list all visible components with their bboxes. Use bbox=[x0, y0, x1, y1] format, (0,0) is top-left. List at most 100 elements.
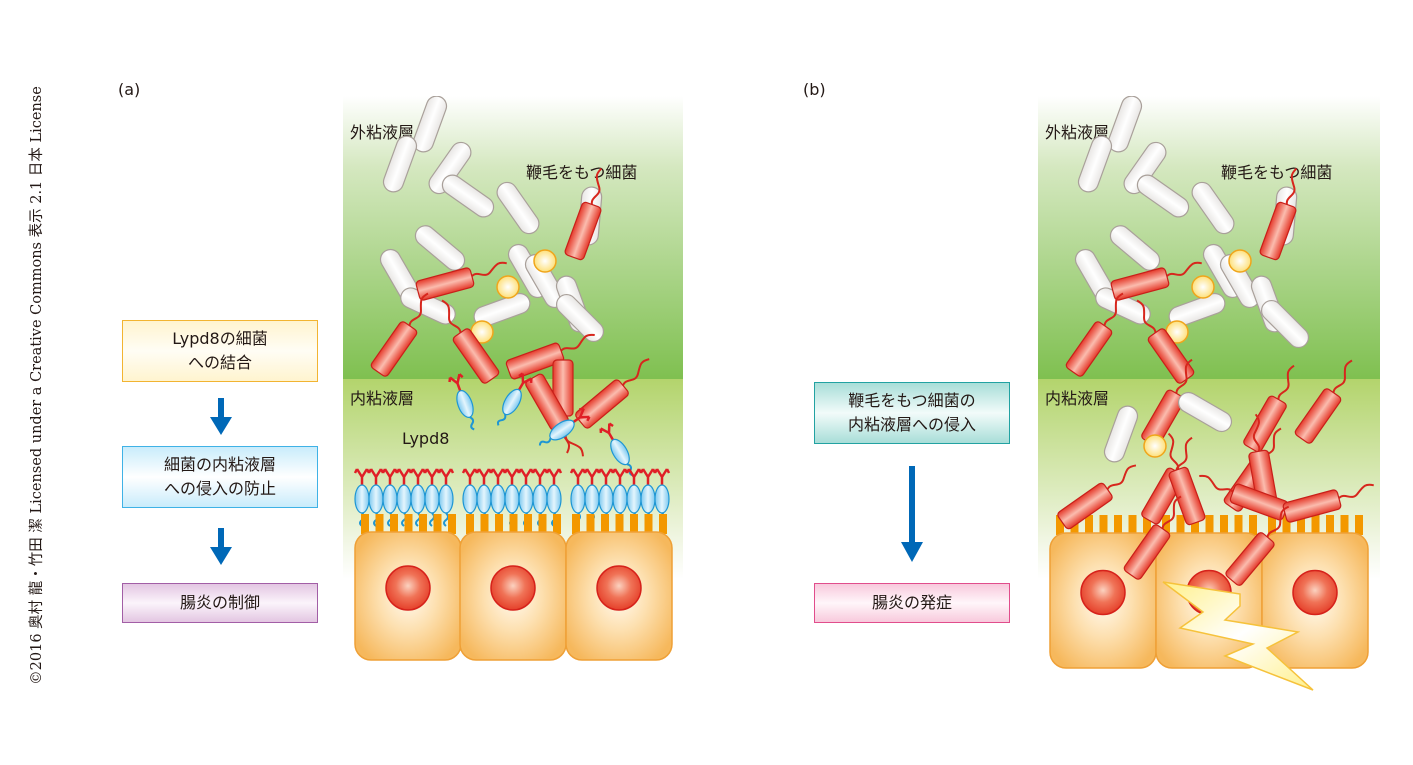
bacterium-body bbox=[1103, 405, 1139, 463]
bacterium-body bbox=[414, 225, 466, 271]
lypd8-body bbox=[382, 484, 398, 514]
cell-nucleus bbox=[385, 565, 431, 611]
yellow-particle bbox=[1228, 249, 1252, 273]
lypd8-molecule bbox=[538, 407, 591, 446]
microvillus bbox=[404, 514, 413, 534]
lypd8-body bbox=[354, 484, 370, 514]
lypd8-glycan bbox=[531, 468, 549, 486]
yellow-particle bbox=[496, 275, 520, 299]
bacterium-body bbox=[473, 292, 531, 328]
flagellum bbox=[1167, 432, 1180, 471]
flagellum bbox=[1332, 359, 1353, 394]
cell-nucleus bbox=[1292, 569, 1338, 616]
lypd8-body bbox=[546, 484, 562, 514]
lypd8-body bbox=[368, 484, 384, 514]
microvillus bbox=[480, 514, 489, 534]
flow-b-step2-label: 腸炎の発症 bbox=[871, 593, 952, 612]
flagellated-bacterium bbox=[1136, 299, 1195, 384]
lypd8-glycan bbox=[409, 468, 427, 486]
bacterium-body bbox=[1168, 292, 1226, 328]
lypd8-body bbox=[584, 484, 600, 514]
lypd8-body bbox=[518, 484, 534, 514]
microvillus bbox=[1282, 515, 1291, 535]
lypd8-glycan bbox=[599, 422, 615, 442]
panel-a-illustration: 外粘液層 鞭毛をもつ細菌 内粘液層 Lypd8 bbox=[343, 96, 683, 661]
lypd8-body bbox=[612, 484, 628, 514]
microvillus bbox=[524, 514, 532, 534]
lypd8-body bbox=[396, 484, 412, 514]
flagellum bbox=[1199, 474, 1235, 494]
cell-nucleus bbox=[1080, 569, 1126, 616]
flagellum bbox=[1103, 292, 1124, 327]
flagellum bbox=[1337, 483, 1374, 500]
flagellum bbox=[590, 167, 603, 206]
plain-bacterium bbox=[1136, 174, 1190, 218]
flagellum bbox=[1266, 505, 1290, 539]
lypd8-glycan bbox=[395, 468, 413, 486]
flagellum bbox=[408, 292, 429, 327]
bacterium-body bbox=[428, 141, 472, 195]
lypd8-glycan bbox=[517, 468, 535, 486]
microvillus bbox=[1355, 515, 1363, 535]
microvillus bbox=[1143, 515, 1151, 535]
bacterium-body bbox=[412, 96, 448, 153]
plain-bacterium bbox=[414, 225, 466, 271]
bacterium-body bbox=[1225, 532, 1275, 586]
plain-bacterium bbox=[1219, 253, 1261, 309]
lypd8-body bbox=[438, 484, 454, 514]
microvillus bbox=[1234, 515, 1243, 535]
panel-a-label: (a) bbox=[118, 80, 141, 99]
lypd8-glycan bbox=[381, 468, 399, 486]
flagellated-bacterium bbox=[1110, 261, 1202, 301]
lypd8-glycan bbox=[503, 468, 521, 486]
lypd8-glycan bbox=[367, 468, 385, 486]
cell-nucleus bbox=[596, 565, 642, 611]
lypd8-body bbox=[549, 419, 575, 441]
microvillus bbox=[495, 514, 503, 534]
lypd8-glycan bbox=[571, 407, 591, 424]
lypd8-molecule bbox=[437, 468, 455, 527]
microvillus bbox=[572, 514, 580, 534]
lypd8-body bbox=[626, 484, 642, 514]
plain-bacterium bbox=[1107, 96, 1143, 153]
plain-bacterium bbox=[1109, 225, 1161, 271]
flagellated-bacterium bbox=[1294, 359, 1353, 444]
lypd8-glycan bbox=[437, 468, 455, 486]
lypd8-anchor bbox=[496, 413, 507, 426]
arrow-down-long-icon bbox=[901, 466, 923, 562]
microvillus bbox=[601, 514, 609, 534]
flagellated-bacterium bbox=[1282, 483, 1374, 523]
lypd8-glycan bbox=[353, 468, 371, 486]
flow-a-step-prevention: 細菌の内粘液層への侵入の防止 bbox=[122, 446, 318, 508]
microvillus bbox=[659, 514, 667, 534]
flagellum bbox=[559, 333, 595, 353]
lypd8-body bbox=[532, 484, 548, 514]
bacterium-body bbox=[1123, 524, 1171, 580]
bacterium-body bbox=[1065, 321, 1113, 377]
bacterium-body bbox=[1219, 253, 1261, 309]
bacterium-body bbox=[1107, 96, 1143, 153]
flagellum bbox=[1161, 495, 1182, 530]
microvillus bbox=[1085, 515, 1093, 535]
flagellated-bacterium bbox=[1225, 505, 1290, 586]
yellow-particle bbox=[1191, 275, 1215, 299]
lypd8-glycan bbox=[653, 468, 671, 486]
yellow-particle bbox=[533, 249, 557, 273]
bacteria-group bbox=[370, 96, 650, 457]
lypd8-body bbox=[456, 390, 474, 418]
flagellated-bacterium bbox=[441, 299, 500, 384]
plain-bacterium bbox=[1077, 135, 1113, 193]
lypd8-glycan bbox=[489, 468, 507, 486]
bacterium-body bbox=[1177, 391, 1233, 433]
microvillus bbox=[1162, 515, 1170, 535]
flow-a-step2-line1: 細菌の内粘液層 bbox=[163, 455, 276, 474]
plain-bacterium bbox=[1191, 181, 1235, 235]
microvillus bbox=[1297, 515, 1305, 535]
lypd8-molecule bbox=[448, 373, 475, 431]
flagellated-bacteria-label: 鞭毛をもつ細菌 bbox=[526, 163, 637, 182]
lypd8-body bbox=[490, 484, 506, 514]
lypd8-body bbox=[476, 484, 492, 514]
microvillus bbox=[586, 514, 595, 534]
lypd8-molecule bbox=[395, 468, 413, 527]
panel-b-illustration: 外粘液層 鞭毛をもつ細菌 内粘液層 bbox=[1038, 96, 1380, 691]
